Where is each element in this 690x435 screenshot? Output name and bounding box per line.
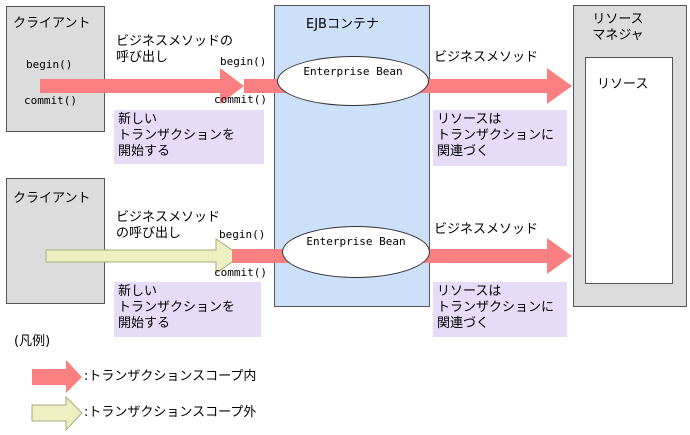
- enterprise-bean-bottom: Enterprise Bean: [282, 226, 430, 278]
- client-box-top: [6, 6, 105, 132]
- resource-note-bottom: リソースはトランザクションに関連づく: [433, 282, 567, 337]
- resource-box: [585, 57, 673, 284]
- resource-method-top: ビジネスメソッド: [434, 50, 539, 65]
- client-label-bottom: クライアント: [13, 191, 91, 206]
- container-commit-top: commit(): [214, 93, 267, 106]
- container-title: EJBコンテナ: [306, 17, 379, 32]
- resource-method-bottom: ビジネスメソッド: [434, 222, 539, 237]
- container-commit-bottom: commit(): [214, 266, 267, 279]
- arrow-top-client-to-container: [40, 68, 244, 104]
- legend-title: (凡例): [14, 334, 51, 349]
- resource-note-top: リソースはトランザクションに関連づく: [433, 110, 567, 166]
- new-tx-note-bottom: 新しいトランザクションを開始する: [114, 282, 261, 337]
- business-method-call-top: ビジネスメソッドの呼び出し: [116, 34, 234, 65]
- client-label-top: クライアント: [13, 16, 91, 31]
- client-box-bottom: [6, 178, 105, 304]
- legend-outside-label: :トランザクションスコープ外: [84, 405, 257, 420]
- container-begin-top: begin(): [220, 55, 267, 68]
- legend-inside-label: :トランザクションスコープ内: [84, 369, 257, 384]
- client-commit-call: commit(): [24, 94, 77, 107]
- legend-arrow-inside: [32, 360, 82, 393]
- resource-label: リソース: [597, 77, 649, 92]
- client-begin-call: begin(): [26, 58, 73, 71]
- enterprise-bean-top: Enterprise Bean: [277, 56, 429, 106]
- legend-arrow-outside: [31, 395, 83, 432]
- arrow-bottom-client-to-container: [45, 238, 242, 274]
- resource-manager-title: リソースマネジャ: [592, 12, 644, 43]
- container-begin-bottom: begin(): [219, 228, 266, 241]
- new-tx-note-top: 新しいトランザクションを開始する: [114, 110, 264, 164]
- business-method-call-bottom: ビジネスメソッドの呼び出し: [116, 210, 221, 241]
